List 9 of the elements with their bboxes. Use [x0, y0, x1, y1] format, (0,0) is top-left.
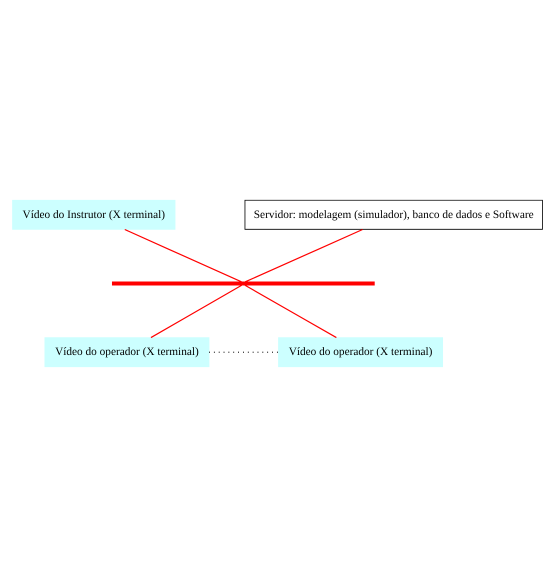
- connector: [150, 284, 242, 338]
- node-cable: [112, 280, 375, 286]
- connector: [244, 284, 337, 338]
- node-box: Vídeo do operador (X terminal): [44, 336, 210, 367]
- connector: [124, 228, 242, 282]
- node-box: Servidor: modelagem (simulador), banco de dados e Software: [244, 199, 543, 230]
- node-box: Vídeo do operador (X terminal): [278, 336, 444, 367]
- node-box: Vídeo do Instrutor (X terminal): [12, 199, 176, 230]
- connector: [244, 228, 363, 282]
